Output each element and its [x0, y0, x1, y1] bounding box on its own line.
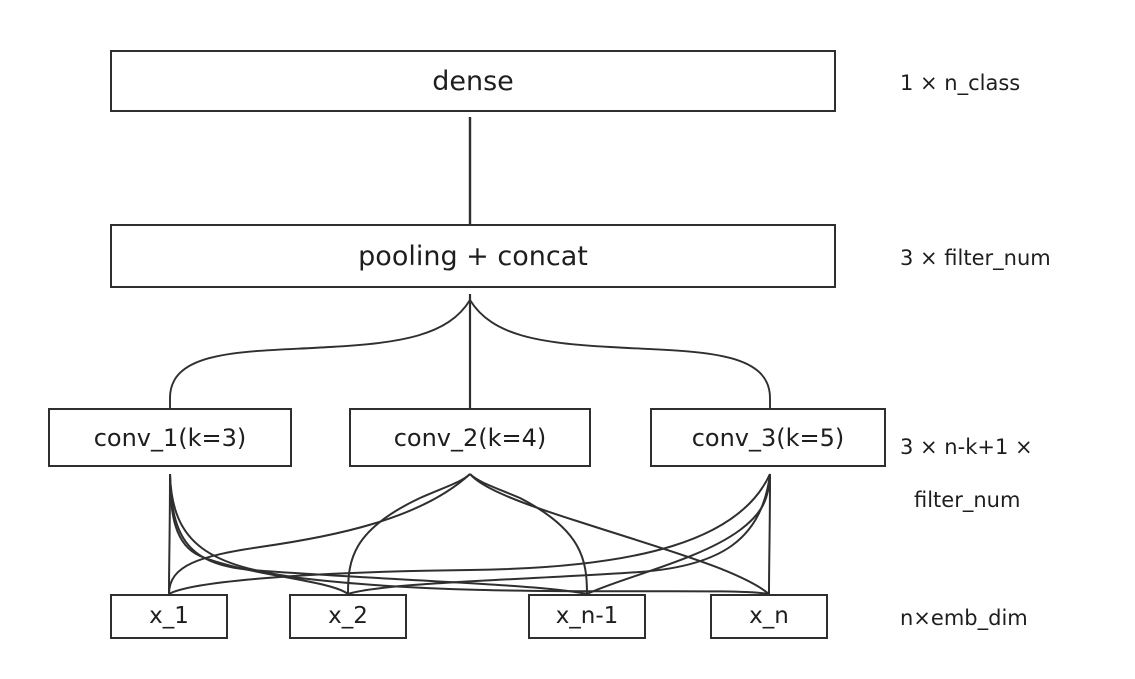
edge-x2-to-conv1: [169, 473, 349, 595]
node-input-x2-label: x_2: [328, 603, 368, 629]
edge-xn1-to-conv2: [469, 473, 588, 595]
edge-x1-to-conv1: [168, 473, 171, 595]
edge-x1-to-conv3: [168, 473, 771, 595]
node-dense[interactable]: dense: [110, 50, 836, 112]
edge-xn1-to-conv1: [169, 473, 588, 595]
node-conv-3-label: conv_3(k=5): [691, 423, 845, 452]
edge-conv1-to-pooling: [169, 299, 471, 408]
node-dense-label: dense: [432, 65, 514, 97]
dim-label-conv: 3 × n-k+1 × filter_num: [900, 408, 1033, 513]
node-input-x1[interactable]: x_1: [110, 594, 228, 639]
node-conv-1[interactable]: conv_1(k=3): [48, 408, 292, 467]
node-conv-1-label: conv_1(k=3): [93, 423, 247, 452]
node-input-x1-label: x_1: [149, 603, 189, 629]
edge-x2-to-conv3: [347, 473, 771, 595]
node-input-xn-1[interactable]: x_n-1: [528, 594, 646, 639]
node-input-xn[interactable]: x_n: [710, 594, 828, 639]
edge-conv3-to-pooling: [469, 299, 771, 408]
edge-x2-to-conv2: [347, 473, 471, 595]
dim-label-conv-line2: filter_num: [914, 487, 1021, 512]
node-input-x2[interactable]: x_2: [289, 594, 407, 639]
node-pooling-concat[interactable]: pooling + concat: [110, 224, 836, 288]
edge-xn-to-conv1: [169, 473, 770, 595]
node-pooling-concat-label: pooling + concat: [358, 240, 588, 272]
node-input-xn-1-label: x_n-1: [555, 603, 619, 629]
dim-label-inputs: n×emb_dim: [900, 606, 1028, 630]
node-conv-2-label: conv_2(k=4): [393, 423, 547, 452]
node-input-xn-label: x_n: [749, 603, 789, 629]
edge-x1-to-conv2: [168, 473, 471, 595]
dim-label-pooling: 3 × filter_num: [900, 246, 1051, 270]
dim-label-conv-line1: 3 × n-k+1 ×: [900, 435, 1033, 460]
edge-xn-to-conv2: [469, 473, 770, 595]
edge-xn-to-conv3: [768, 473, 771, 595]
dim-label-dense: 1 × n_class: [900, 71, 1021, 95]
node-conv-3[interactable]: conv_3(k=5): [650, 408, 886, 467]
edge-xn1-to-conv3: [586, 473, 771, 595]
node-conv-2[interactable]: conv_2(k=4): [349, 408, 591, 467]
